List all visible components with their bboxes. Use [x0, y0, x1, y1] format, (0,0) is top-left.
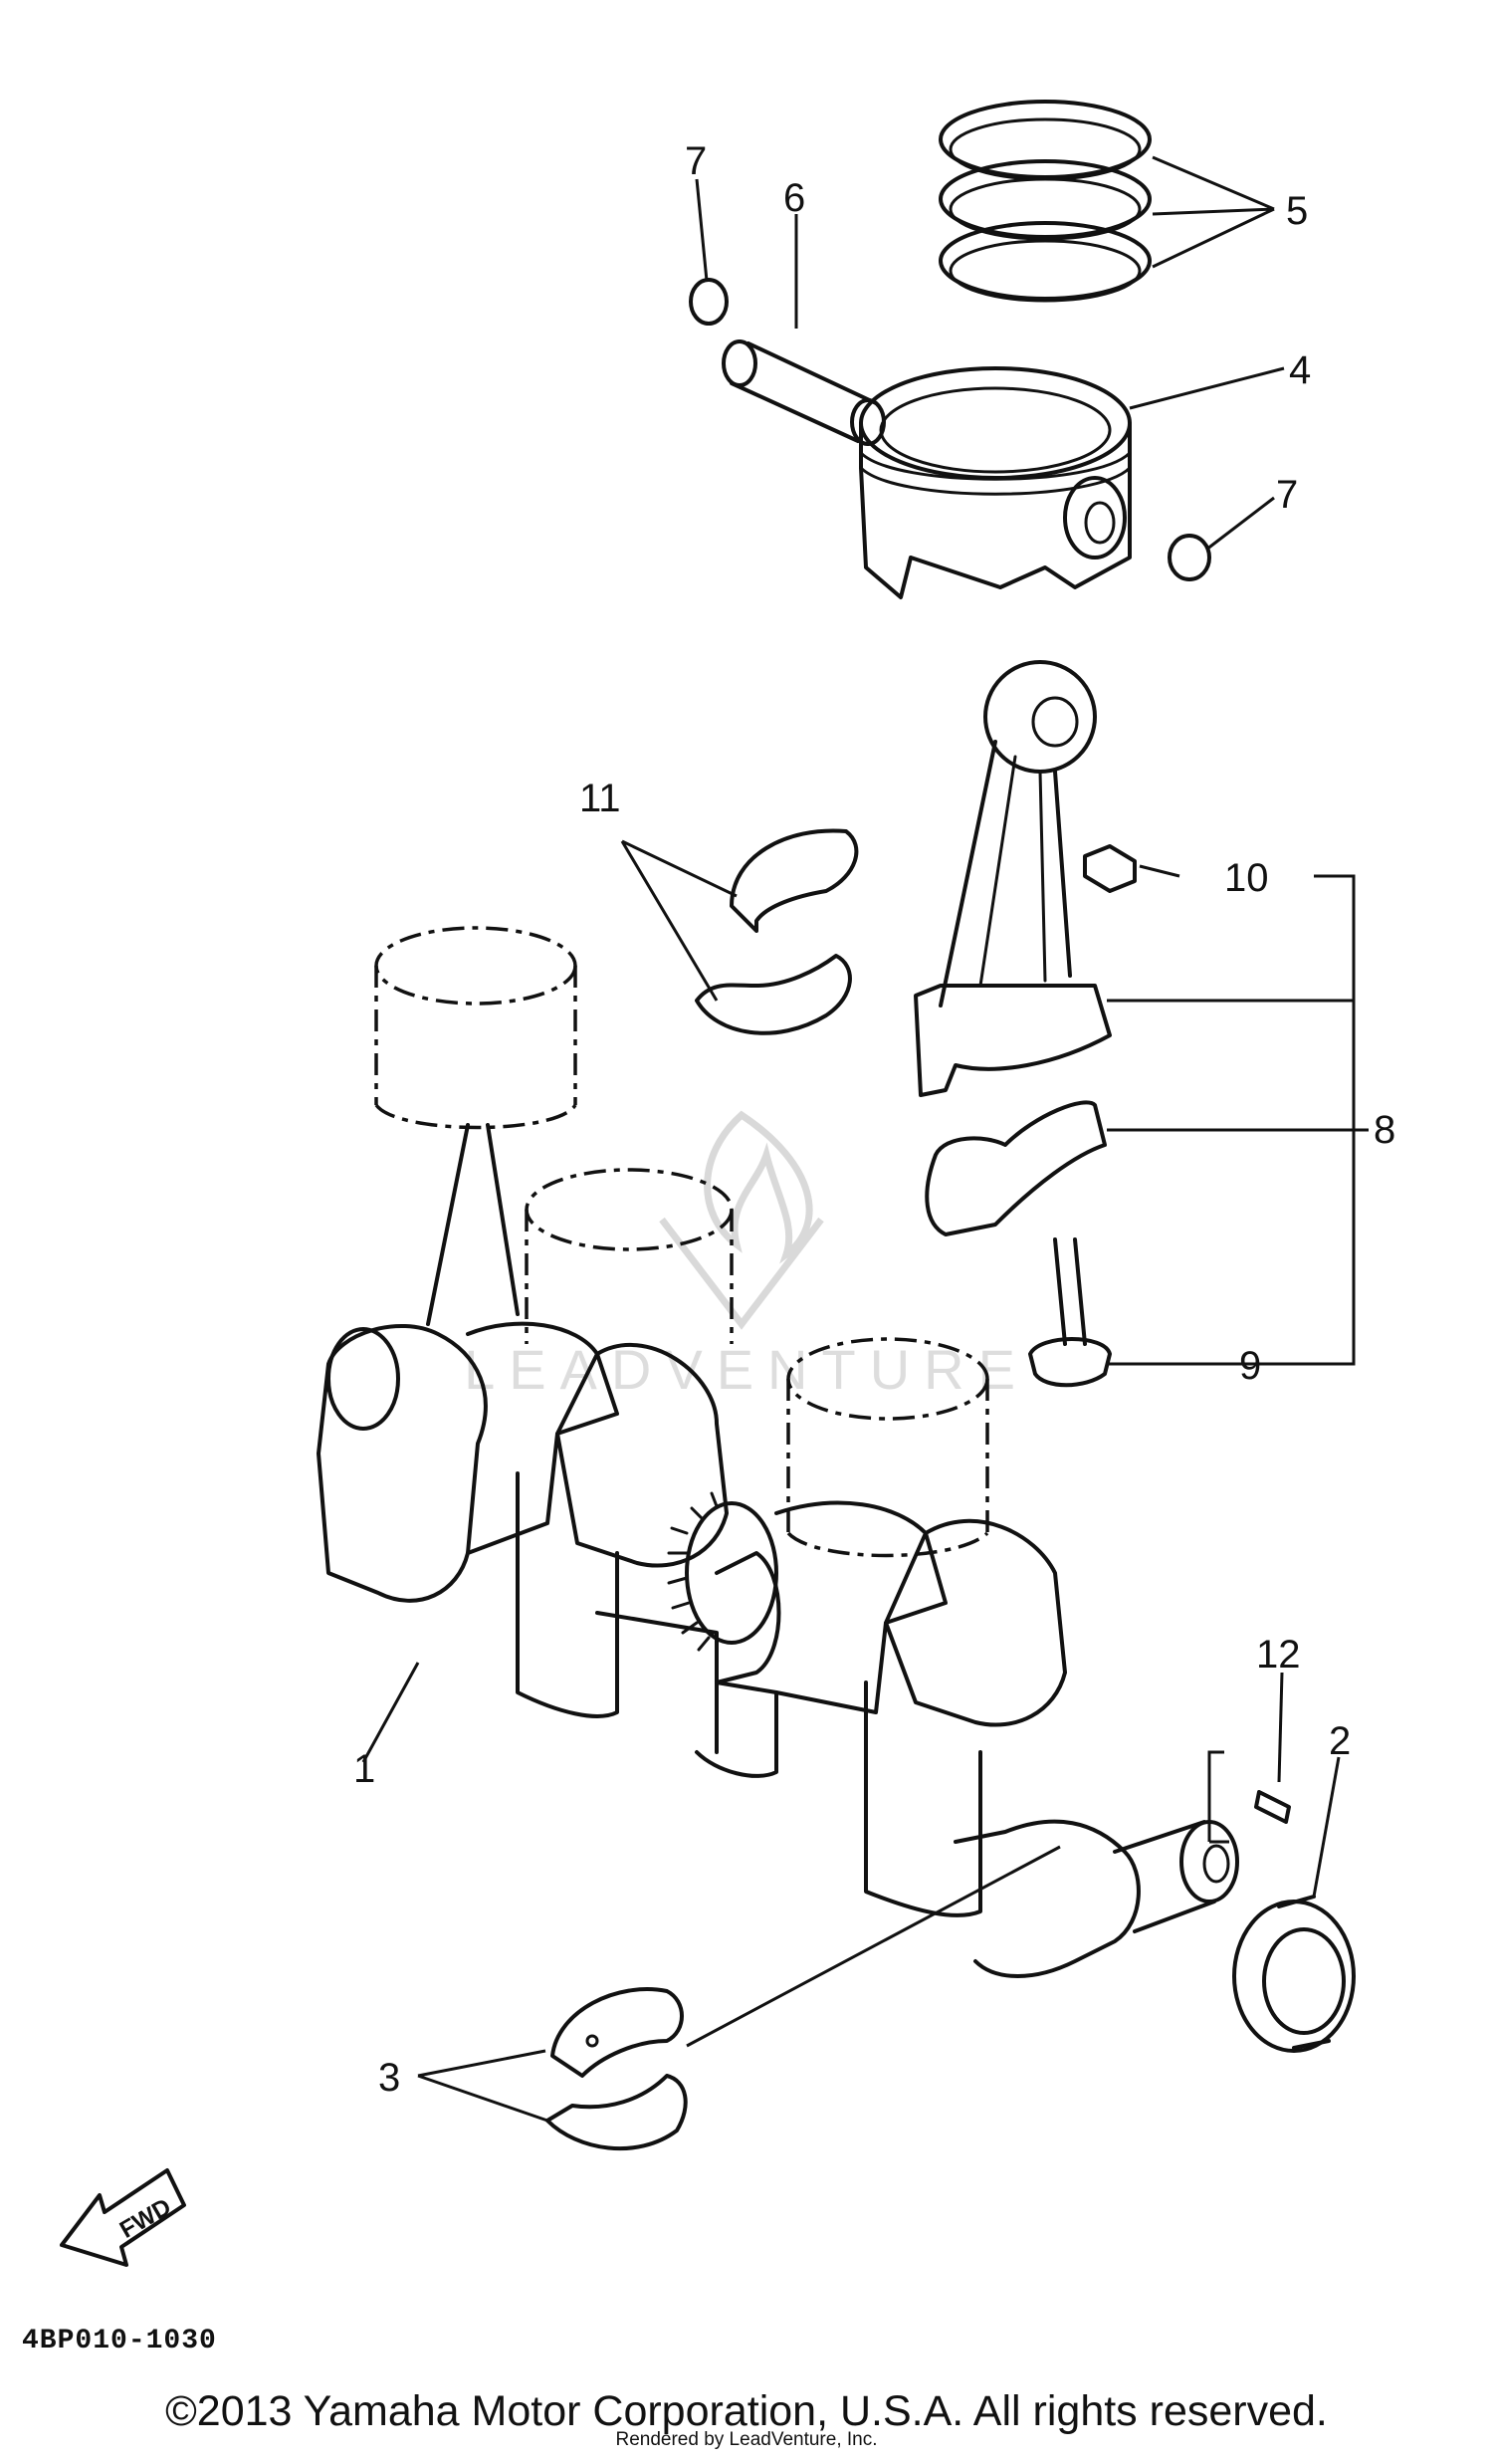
- callout-4: 4: [1289, 348, 1311, 392]
- watermark: LEADVENTURE: [464, 1110, 1029, 1401]
- callout-7-right: 7: [1276, 473, 1298, 517]
- oil-seal: [1232, 1895, 1356, 2053]
- callout-3: 3: [378, 2056, 400, 2100]
- callout-6: 6: [783, 176, 805, 220]
- piston: [859, 366, 1132, 599]
- timing-gear: [667, 1491, 778, 1652]
- fwd-arrow-icon: FWD: [60, 2168, 186, 2267]
- callout-11: 11: [579, 777, 621, 820]
- watermark-text: LEADVENTURE: [464, 1338, 1029, 1401]
- callout-10: 10: [1224, 856, 1269, 900]
- callout-9: 9: [1239, 1344, 1261, 1388]
- bearings-upper: [695, 828, 859, 1035]
- dowel-pin: [1254, 1790, 1291, 1824]
- callout-8: 8: [1374, 1108, 1395, 1152]
- connecting-rod: [914, 660, 1112, 1097]
- callouts: 1 2 3 4 5 6 7 7 8 9 10 11 12: [353, 139, 1395, 2100]
- callout-12: 12: [1256, 1633, 1301, 1677]
- callout-1: 1: [353, 1747, 375, 1791]
- rendered-by-notice: Rendered by LeadVenture, Inc.: [615, 2429, 878, 2450]
- circlip-right: [1168, 534, 1211, 581]
- crankshaft: [317, 1321, 1239, 1978]
- rod-bolt: [1028, 1237, 1112, 1388]
- circlip-top: [689, 278, 729, 326]
- callout-5: 5: [1286, 189, 1308, 233]
- piston-rings: [939, 100, 1152, 303]
- crank-bearings: [545, 1987, 688, 2151]
- leader-lines: [361, 155, 1369, 2123]
- copyright-notice: ©2013 Yamaha Motor Corporation, U.S.A. A…: [165, 2387, 1328, 2435]
- callout-7-top: 7: [685, 139, 707, 183]
- rod-cap: [925, 1100, 1107, 1236]
- nut: [1083, 844, 1137, 893]
- ghost-pistons: [374, 926, 989, 1558]
- diagram-code: 4BP010-1030: [22, 2326, 217, 2356]
- piston-pin: [722, 339, 886, 446]
- callout-2: 2: [1329, 1719, 1351, 1763]
